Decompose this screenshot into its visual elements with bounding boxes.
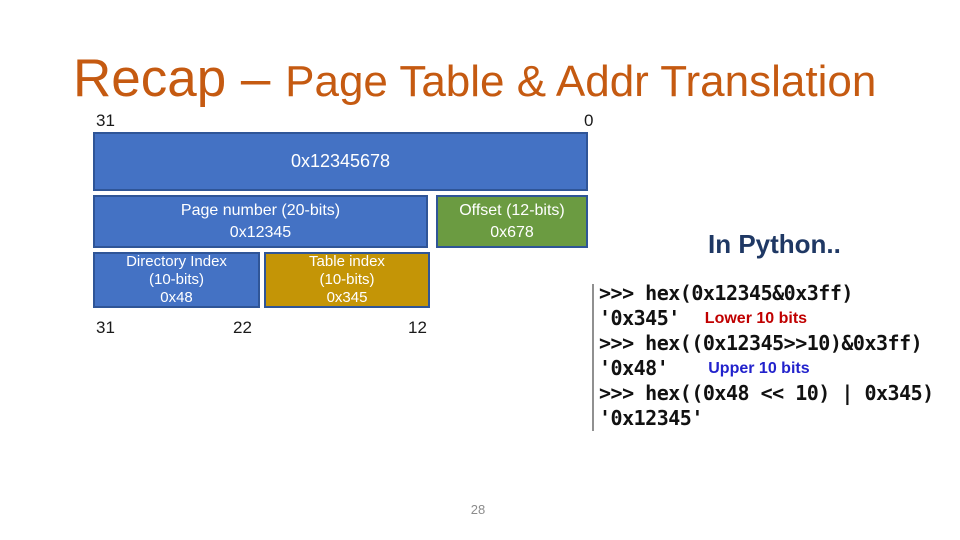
code-text: >>> hex((0x12345>>10)&0x3ff) (599, 331, 923, 355)
virtual-address-box: 0x12345678 (93, 132, 588, 191)
offset-box: Offset (12-bits) 0x678 (436, 195, 588, 248)
slide-page-number: 28 (470, 502, 486, 517)
offset-value: 0x678 (490, 223, 534, 241)
bit-label-12: 12 (408, 318, 427, 337)
code-line: '0x12345' (599, 406, 960, 431)
python-code-block: >>> hex(0x12345&0x3ff) '0x345' Lower 10 b… (592, 281, 960, 431)
code-text: '0x345' (599, 306, 680, 330)
virtual-address-value: 0x12345678 (290, 151, 391, 171)
code-line: '0x48' Upper 10 bits (599, 356, 960, 381)
bit-label-31-bottom: 31 (96, 318, 115, 337)
directory-index-bits: (10-bits) (148, 271, 204, 288)
table-index-value: 0x345 (326, 289, 368, 306)
bit-label-31-top: 31 (96, 111, 115, 130)
code-text: '0x48' (599, 356, 669, 380)
page-title: Recap – Page Table & Addr Translation (73, 52, 876, 107)
table-index-label: Table index (309, 253, 385, 270)
code-line: >>> hex((0x48 << 10) | 0x345) (599, 381, 960, 406)
page-number-label: Page number (20-bits) (180, 201, 341, 219)
upper-10-bits-annotation: Upper 10 bits (708, 360, 810, 377)
code-line: >>> hex((0x12345>>10)&0x3ff) (599, 331, 960, 356)
code-text: >>> hex((0x48 << 10) | 0x345) (599, 381, 934, 405)
lower-10-bits-annotation: Lower 10 bits (704, 310, 808, 327)
directory-index-label: Directory Index (126, 253, 227, 270)
table-index-box: Table index (10-bits) 0x345 (264, 252, 430, 308)
directory-index-box: Directory Index (10-bits) 0x48 (93, 252, 260, 308)
code-left-rule (592, 284, 594, 431)
code-text: '0x12345' (599, 406, 703, 430)
offset-label: Offset (12-bits) (459, 201, 565, 219)
code-text: >>> hex(0x12345&0x3ff) (599, 281, 853, 305)
page-number-box: Page number (20-bits) 0x12345 (93, 195, 428, 248)
bit-label-22: 22 (233, 318, 252, 337)
table-index-bits: (10-bits) (319, 271, 375, 288)
code-line: '0x345' Lower 10 bits (599, 306, 960, 331)
code-line: >>> hex(0x12345&0x3ff) (599, 281, 960, 306)
directory-index-value: 0x48 (160, 289, 193, 306)
bit-label-0-top: 0 (584, 111, 594, 130)
page-number-value: 0x12345 (229, 223, 292, 241)
title-prefix: Recap – (73, 49, 286, 108)
python-heading: In Python.. (708, 229, 841, 259)
title-rest: Page Table & Addr Translation (285, 57, 877, 106)
